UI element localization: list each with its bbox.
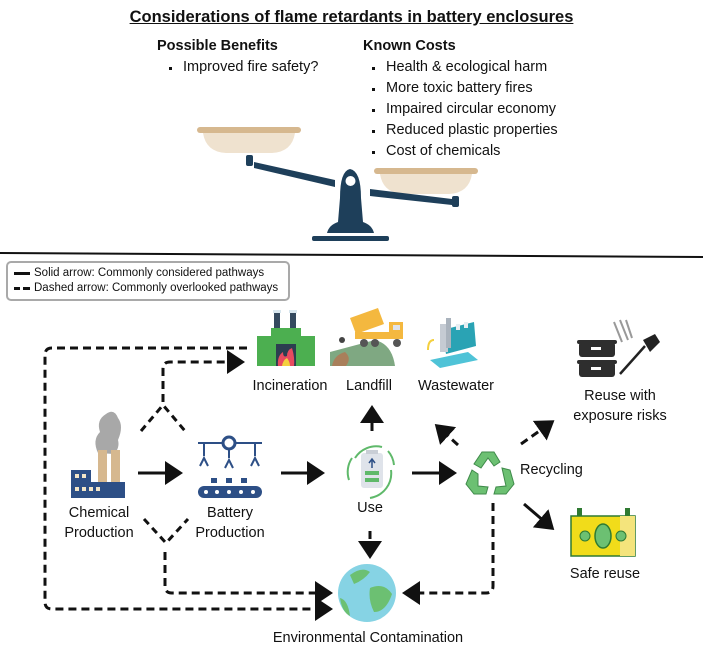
- label-line: Battery: [207, 505, 253, 521]
- fork-bottom: [142, 517, 190, 546]
- globe-icon: [338, 564, 396, 622]
- balance-scale-icon: [197, 127, 478, 241]
- costs-list: Health & ecological harm More toxic batt…: [368, 57, 558, 162]
- assembly-line-icon: [198, 435, 262, 498]
- cost-item: Health & ecological harm: [368, 57, 558, 78]
- legend-dashed-label: Dashed arrow: Commonly overlooked pathwa…: [34, 282, 279, 294]
- cost-item: Impaired circular economy: [368, 99, 558, 120]
- benefit-item: Improved fire safety?: [165, 57, 318, 78]
- incinerator-icon: [257, 310, 315, 366]
- dashed-recycling-to-environment: [402, 503, 495, 605]
- eco-battery-icon: [570, 508, 636, 557]
- legend-solid-label: Solid arrow: Commonly considered pathway…: [34, 267, 265, 279]
- chemical-production-label: Chemical Production: [44, 503, 154, 543]
- reuse-exposure-label: Reuse with exposure risks: [560, 386, 680, 426]
- benefits-heading: Possible Benefits: [157, 38, 278, 54]
- dashed-line-swatch: [14, 286, 30, 290]
- use-label: Use: [357, 500, 383, 516]
- label-line: Reuse with: [584, 388, 656, 404]
- solid-line-swatch: [14, 271, 30, 275]
- landfill-label: Landfill: [346, 378, 392, 394]
- water-treatment-icon: [427, 318, 478, 368]
- dashed-recycling-to-reuse: [520, 420, 555, 446]
- recycling-label: Recycling: [520, 462, 583, 478]
- recycle-icon: [465, 451, 515, 495]
- dashed-split-to-incineration: [161, 350, 245, 402]
- arrow-recycling-to-safe-reuse: [523, 502, 555, 530]
- wastewater-label: Wastewater: [417, 378, 494, 394]
- battery-cycle-icon: [346, 445, 395, 499]
- label-line: Production: [64, 525, 134, 541]
- incineration-label: Incineration: [252, 378, 328, 394]
- diagram-title: Considerations of flame retardants in ba…: [129, 8, 574, 26]
- fork-top: [139, 402, 187, 432]
- benefits-list: Improved fire safety?: [165, 57, 318, 78]
- dump-truck-icon: [330, 308, 403, 366]
- dashed-merge-to-environment: [163, 552, 333, 605]
- cost-item: Cost of chemicals: [368, 141, 558, 162]
- dashed-recycling-to-wastewater: [434, 423, 460, 447]
- cost-item: Reduced plastic properties: [368, 120, 558, 141]
- dashed-chemical-to-incineration-and-environment: [43, 346, 333, 621]
- label-line: Production: [195, 525, 265, 541]
- battery-production-label: Battery Production: [180, 503, 280, 543]
- environmental-contamination-label: Environmental Contamination: [272, 630, 464, 646]
- safe-reuse-label: Safe reuse: [569, 566, 641, 582]
- label-line: exposure risks: [573, 408, 667, 424]
- costs-heading: Known Costs: [363, 38, 456, 54]
- food-containers-utensils-icon: [577, 319, 660, 377]
- section-divider: [0, 252, 703, 258]
- cost-item: More toxic battery fires: [368, 78, 558, 99]
- factory-icon: [71, 411, 125, 498]
- legend: Solid arrow: Commonly considered pathway…: [6, 261, 290, 301]
- label-line: Chemical: [68, 505, 130, 521]
